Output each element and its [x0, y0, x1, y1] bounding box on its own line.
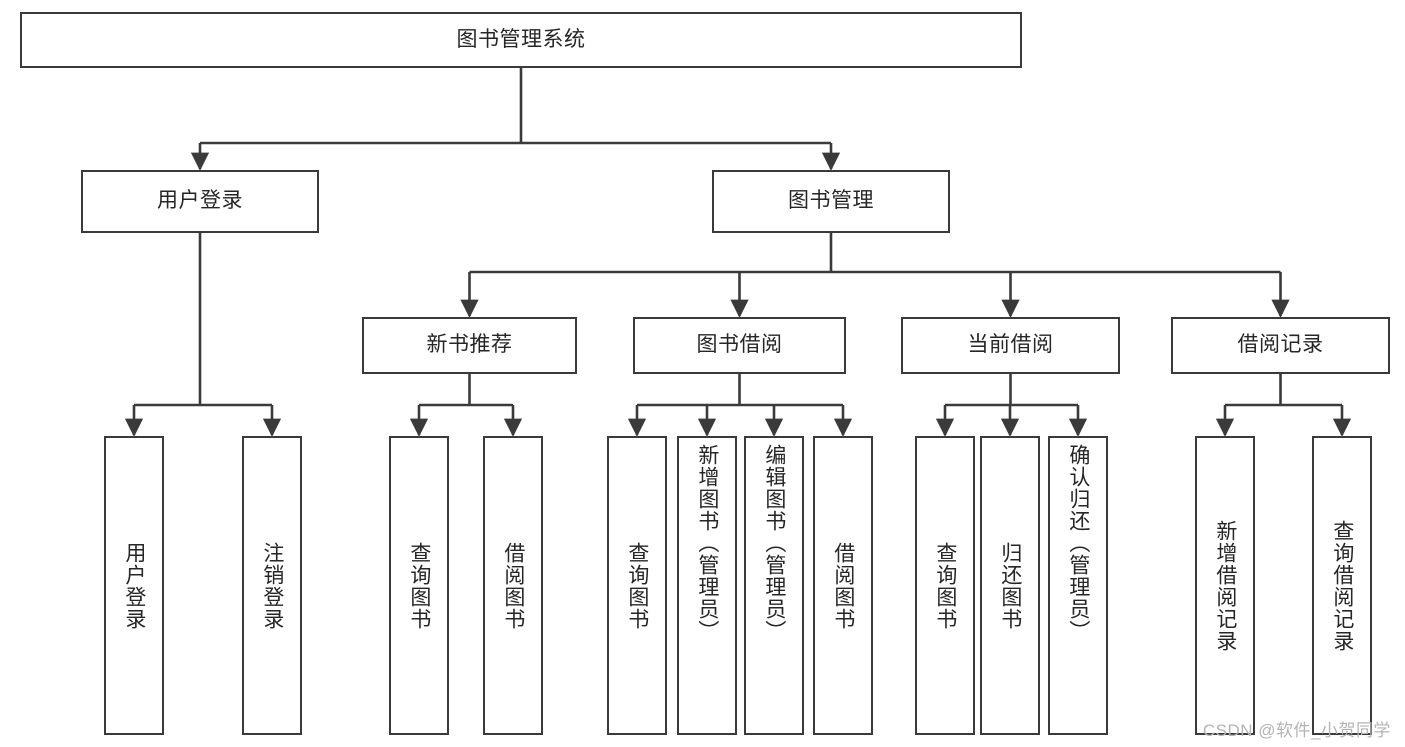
node-label: 查询图书 [933, 541, 957, 630]
node-label: 新书推荐 [426, 333, 513, 357]
node-leaf-new-1[interactable]: 查询图书 [389, 436, 449, 735]
node-leaf-borrow-2[interactable]: 新增图书（管理员） [677, 436, 737, 735]
node-root[interactable]: 图书管理系统 [20, 12, 1022, 68]
node-current[interactable]: 当前借阅 [901, 317, 1120, 374]
node-leaf-borrow-3[interactable]: 编辑图书（管理员） [744, 436, 804, 735]
watermark-text: CSDN @软件_小贺同学 [1202, 721, 1391, 740]
node-borrow[interactable]: 图书借阅 [633, 317, 846, 374]
node-leaf-login-2[interactable]: 注销登录 [242, 436, 302, 735]
node-leaf-cur-2[interactable]: 归还图书 [980, 436, 1040, 735]
node-newbook[interactable]: 新书推荐 [362, 317, 577, 374]
node-label: 新增图书（管理员） [695, 444, 719, 642]
node-label: 查询借阅记录 [1330, 519, 1354, 652]
node-label: 编辑图书（管理员） [762, 444, 786, 642]
node-label: 查询图书 [625, 541, 649, 630]
node-label: 归还图书 [998, 541, 1022, 630]
node-leaf-rec-1[interactable]: 新增借阅记录 [1195, 436, 1255, 735]
node-records[interactable]: 借阅记录 [1171, 317, 1390, 374]
node-label: 当前借阅 [967, 333, 1054, 357]
node-leaf-borrow-4[interactable]: 借阅图书 [813, 436, 873, 735]
node-bookmgmt[interactable]: 图书管理 [712, 170, 950, 233]
node-label: 图书管理系统 [456, 27, 586, 51]
node-label: 查询图书 [407, 541, 431, 630]
node-leaf-borrow-1[interactable]: 查询图书 [607, 436, 667, 735]
node-leaf-cur-1[interactable]: 查询图书 [915, 436, 975, 735]
node-leaf-cur-3[interactable]: 确认归还（管理员） [1048, 436, 1108, 735]
node-label: 确认归还（管理员） [1066, 444, 1090, 642]
node-label: 图书管理 [788, 189, 874, 213]
node-label: 借阅图书 [831, 541, 855, 630]
node-leaf-login-1[interactable]: 用户登录 [104, 436, 164, 735]
node-leaf-rec-2[interactable]: 查询借阅记录 [1312, 436, 1372, 735]
node-label: 新增借阅记录 [1213, 519, 1237, 652]
node-label: 图书借阅 [696, 333, 783, 357]
node-label: 注销登录 [260, 541, 284, 630]
node-label: 借阅图书 [501, 541, 525, 630]
node-label: 用户登录 [122, 541, 146, 630]
node-label: 用户登录 [157, 189, 243, 213]
node-leaf-new-2[interactable]: 借阅图书 [483, 436, 543, 735]
node-label: 借阅记录 [1237, 333, 1324, 357]
node-login[interactable]: 用户登录 [81, 170, 319, 233]
